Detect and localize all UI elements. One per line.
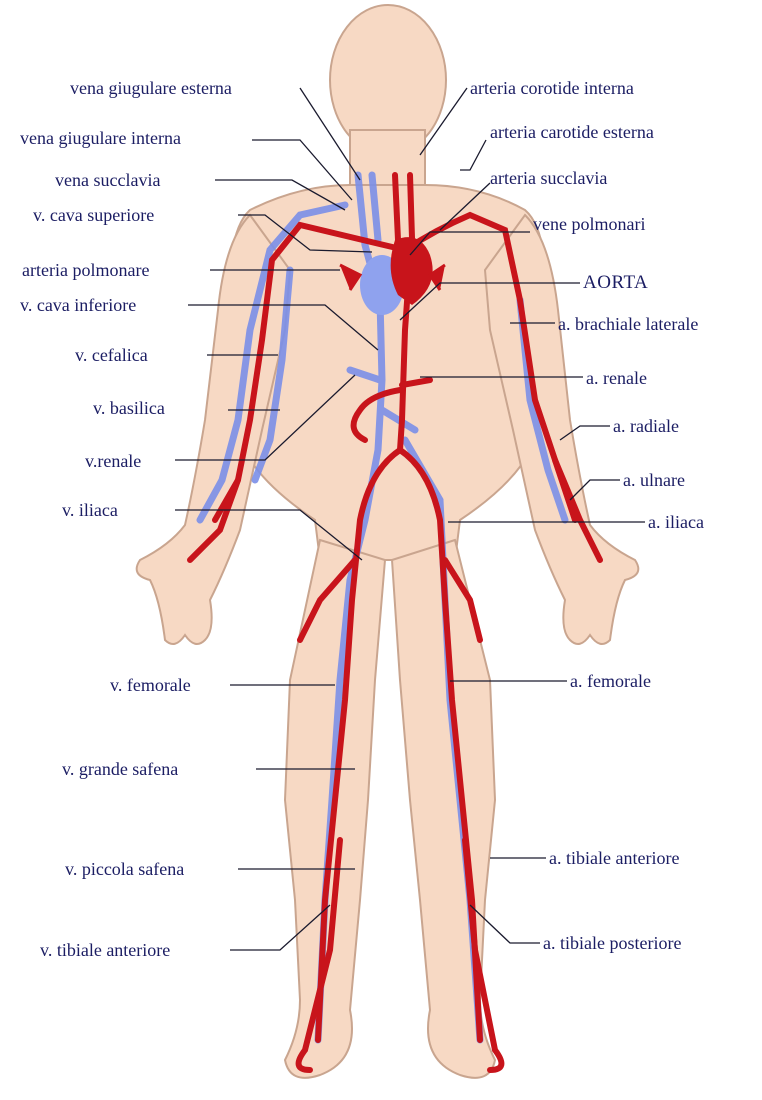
label-v-grande-safena: v. grande safena (62, 759, 178, 779)
label-arteria-polmonare: arteria polmonare (22, 260, 149, 280)
label-vena-giugulare-interna: vena giugulare interna (20, 128, 181, 148)
label-a-tibiale-anteriore: a. tibiale anteriore (549, 848, 679, 868)
label-a-brachiale-laterale: a. brachiale laterale (558, 314, 698, 334)
label-v-basilica: v. basilica (93, 398, 165, 418)
label-a-femorale: a. femorale (570, 671, 651, 691)
label-v-iliaca: v. iliaca (62, 500, 118, 520)
label-v-cava-superiore: v. cava superiore (33, 205, 154, 225)
label-v-femorale: v. femorale (110, 675, 191, 695)
label-v-piccola-safena: v. piccola safena (65, 859, 184, 879)
label-vena-giugulare-esterna: vena giugulare esterna (70, 78, 232, 98)
label-a-renale: a. renale (586, 368, 647, 388)
label-v-cava-inferiore: v. cava inferiore (20, 295, 136, 315)
label-aorta: AORTA (583, 273, 648, 293)
label-a-radiale: a. radiale (613, 416, 679, 436)
label-v-renale: v.renale (85, 451, 141, 471)
label-vene-polmonari: vene polmonari (533, 214, 645, 234)
label-v-tibiale-anteriore: v. tibiale anteriore (40, 940, 170, 960)
label-arteria-corotide-interna: arteria corotide interna (470, 78, 634, 98)
label-arteria-carotide-esterna: arteria carotide esterna (490, 122, 654, 142)
label-a-iliaca: a. iliaca (648, 512, 704, 532)
label-arteria-succlavia: arteria succlavia (490, 168, 607, 188)
label-vena-succlavia: vena succlavia (55, 170, 160, 190)
label-a-ulnare: a. ulnare (623, 470, 685, 490)
label-v-cefalica: v. cefalica (75, 345, 148, 365)
label-a-tibiale-posteriore: a. tibiale posteriore (543, 933, 681, 953)
